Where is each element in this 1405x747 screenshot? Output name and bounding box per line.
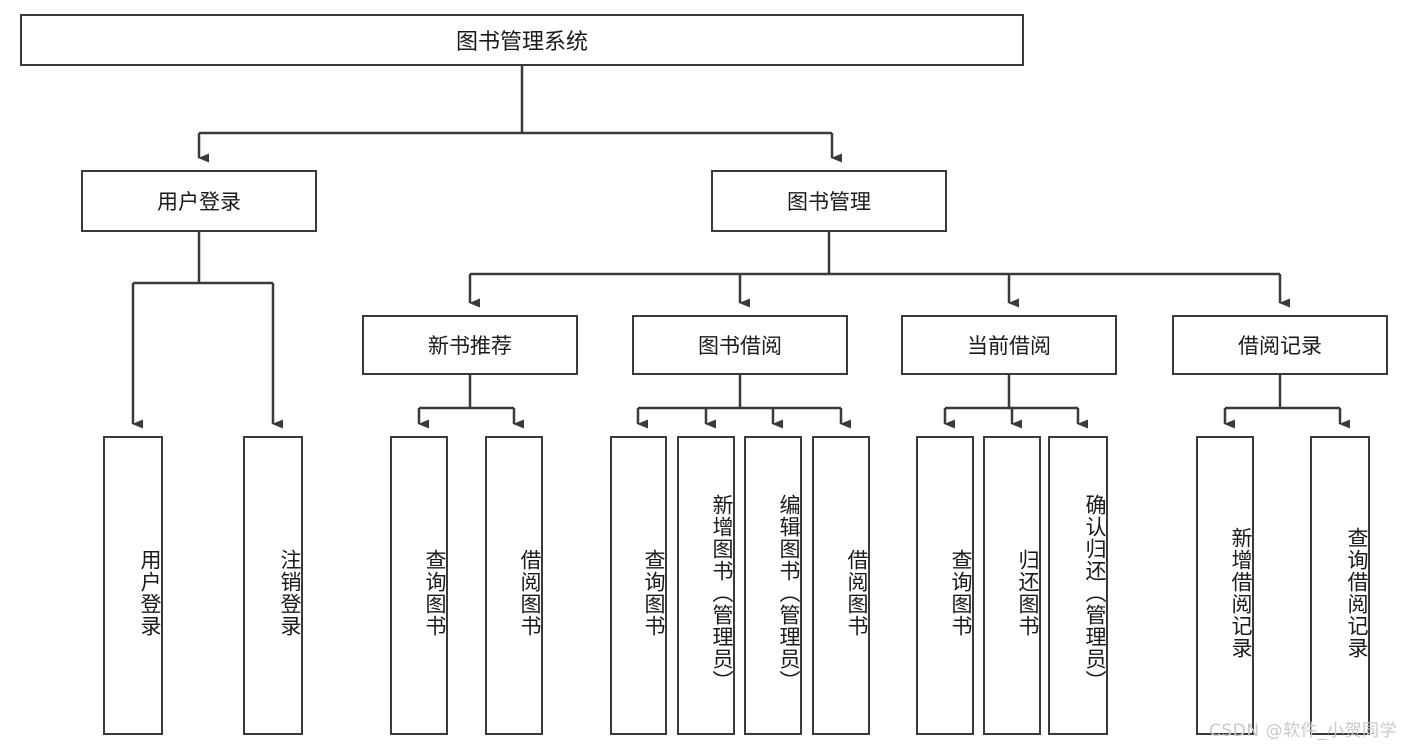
leaf-add-record-label: 新增借阅记录 bbox=[1229, 526, 1253, 659]
leaf-return-book-label: 归还图书 bbox=[1016, 548, 1040, 637]
leaf-query-record[interactable]: 查询借阅记录 bbox=[1310, 436, 1370, 735]
node-borrow-record[interactable]: 借阅记录 bbox=[1172, 315, 1388, 375]
leaf-confirm-return-label: 确认归还（管理员） bbox=[1083, 493, 1107, 692]
leaf-query-book-1-label: 查询图书 bbox=[423, 548, 447, 637]
node-book-borrow[interactable]: 图书借阅 bbox=[632, 315, 848, 375]
leaf-return-book[interactable]: 归还图书 bbox=[983, 436, 1041, 735]
leaf-add-record[interactable]: 新增借阅记录 bbox=[1196, 436, 1254, 735]
leaf-logout-login[interactable]: 注销登录 bbox=[243, 436, 303, 735]
leaf-query-book-1[interactable]: 查询图书 bbox=[390, 436, 448, 735]
leaf-query-book-2-label: 查询图书 bbox=[642, 548, 666, 637]
node-book-manage-label: 图书管理 bbox=[787, 190, 871, 214]
leaf-borrow-book-2-label: 借阅图书 bbox=[845, 548, 869, 637]
leaf-query-book-3[interactable]: 查询图书 bbox=[916, 436, 974, 735]
watermark: CSDN @软件_小贺同学 bbox=[1209, 721, 1397, 741]
leaf-add-book[interactable]: 新增图书（管理员） bbox=[677, 436, 735, 735]
node-book-borrow-label: 图书借阅 bbox=[698, 334, 782, 358]
node-current-borrow[interactable]: 当前借阅 bbox=[901, 315, 1117, 375]
node-root-label: 图书管理系统 bbox=[455, 30, 588, 55]
leaf-borrow-book-2[interactable]: 借阅图书 bbox=[812, 436, 870, 735]
node-user-login-label: 用户登录 bbox=[157, 190, 241, 214]
node-current-borrow-label: 当前借阅 bbox=[967, 334, 1051, 358]
leaf-borrow-book-1-label: 借阅图书 bbox=[518, 548, 542, 637]
leaf-query-book-2[interactable]: 查询图书 bbox=[610, 436, 667, 735]
leaf-borrow-book-1[interactable]: 借阅图书 bbox=[485, 436, 543, 735]
leaf-edit-book[interactable]: 编辑图书（管理员） bbox=[744, 436, 802, 735]
leaf-edit-book-label: 编辑图书（管理员） bbox=[777, 493, 801, 692]
node-new-book-rec[interactable]: 新书推荐 bbox=[362, 315, 578, 375]
node-root[interactable]: 图书管理系统 bbox=[20, 14, 1024, 66]
leaf-add-book-label: 新增图书（管理员） bbox=[710, 493, 734, 692]
node-book-manage[interactable]: 图书管理 bbox=[711, 170, 947, 232]
leaf-query-record-label: 查询借阅记录 bbox=[1345, 526, 1369, 659]
leaf-query-book-3-label: 查询图书 bbox=[949, 548, 973, 637]
node-borrow-record-label: 借阅记录 bbox=[1238, 334, 1322, 358]
leaf-user-login[interactable]: 用户登录 bbox=[103, 436, 163, 735]
leaf-user-login-label: 用户登录 bbox=[138, 548, 162, 637]
leaf-confirm-return[interactable]: 确认归还（管理员） bbox=[1048, 436, 1108, 735]
node-user-login[interactable]: 用户登录 bbox=[81, 170, 317, 232]
node-new-book-rec-label: 新书推荐 bbox=[428, 334, 512, 358]
leaf-logout-login-label: 注销登录 bbox=[278, 548, 302, 637]
